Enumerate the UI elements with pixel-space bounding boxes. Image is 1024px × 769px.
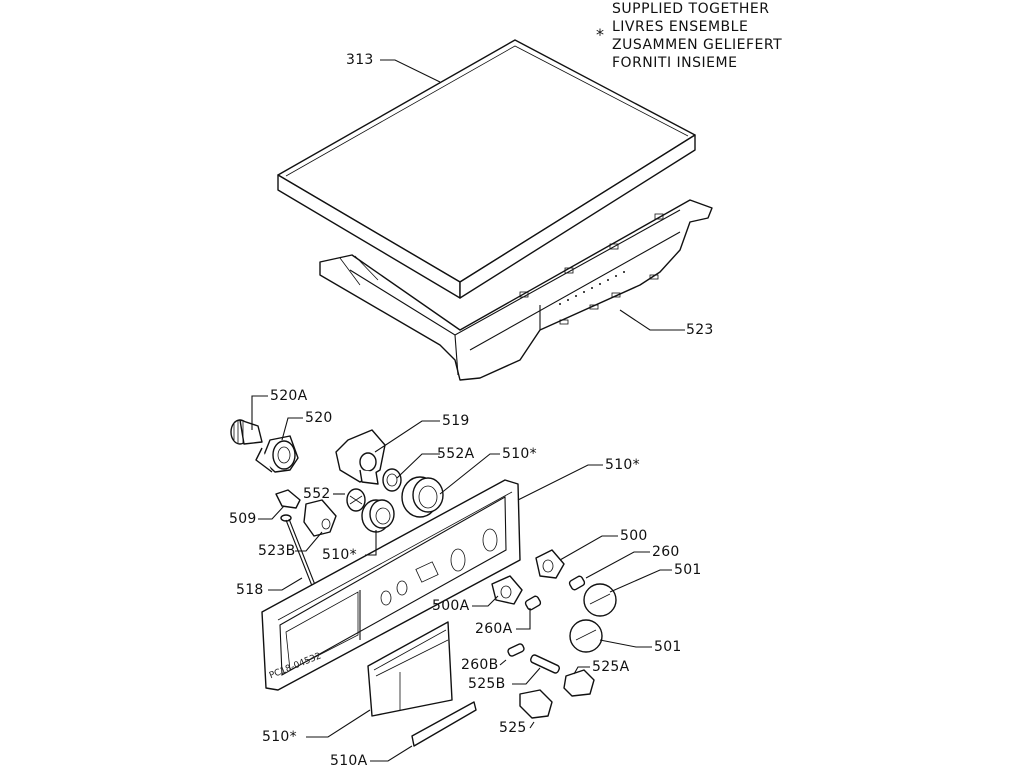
label-260B: 260B <box>461 657 499 673</box>
label-313: 313 <box>346 52 374 68</box>
part-500-drawing <box>535 549 565 579</box>
knob-501-second-drawing <box>569 619 603 653</box>
lid-313-drawing <box>277 39 696 299</box>
part-500A-drawing <box>491 575 523 605</box>
button-510-small-drawing <box>361 499 395 533</box>
label-510-drawer-handle: 510* <box>262 729 297 745</box>
label-501-upper: 501 <box>674 562 702 578</box>
push-button-525-drawing <box>519 689 553 719</box>
spring-260B-drawing <box>507 643 525 657</box>
legend-line-en: SUPPLIED TOGETHER <box>612 1 770 17</box>
label-520A: 520A <box>270 388 308 404</box>
label-552A: 552A <box>437 446 475 462</box>
legend-line-de: ZUSAMMEN GELIEFERT <box>612 37 783 53</box>
label-501-lower: 501 <box>654 639 682 655</box>
knob-501-drawing <box>583 583 617 617</box>
asterisk-symbol: * <box>596 25 604 44</box>
label-509: 509 <box>229 511 257 527</box>
plate-510A-drawing <box>411 701 477 747</box>
label-500: 500 <box>620 528 648 544</box>
legend-line-it: FORNITI INSIEME <box>612 55 738 71</box>
label-552: 552 <box>303 486 331 502</box>
label-525: 525 <box>499 720 527 736</box>
label-500A: 500A <box>432 598 470 614</box>
label-520: 520 <box>305 410 333 426</box>
supplied-together-legend: SUPPLIED TOGETHER LIVRES ENSEMBLE ZUSAMM… <box>612 0 782 72</box>
part-552A-drawing <box>382 468 402 492</box>
part-520A-drawing <box>230 419 263 445</box>
label-510-button-small: 510* <box>322 547 357 563</box>
label-260: 260 <box>652 544 680 560</box>
pin-525B-drawing <box>530 654 560 674</box>
label-518: 518 <box>236 582 264 598</box>
leader-lines <box>251 59 685 762</box>
button-510-large-drawing <box>401 476 444 518</box>
label-510-panel: 510* <box>605 457 640 473</box>
part-519-drawing <box>335 429 386 485</box>
spring-260A-drawing <box>524 595 542 611</box>
part-520-drawing <box>255 435 299 473</box>
label-510-button-large: 510* <box>502 446 537 462</box>
label-523B: 523B <box>258 543 296 559</box>
legend-line-fr: LIVRES ENSEMBLE <box>612 19 749 35</box>
frame-523-drawing <box>319 199 713 381</box>
label-523: 523 <box>686 322 714 338</box>
label-525A: 525A <box>592 659 630 675</box>
label-510A: 510A <box>330 753 368 769</box>
drawer-handle-510-drawing <box>367 621 453 717</box>
part-509-drawing <box>275 489 301 509</box>
label-519: 519 <box>442 413 470 429</box>
panel-510-drawing <box>261 479 521 691</box>
cap-525A-drawing <box>563 669 595 697</box>
spring-260-drawing <box>568 575 586 591</box>
label-260A: 260A <box>475 621 513 637</box>
rod-518-drawing <box>280 514 320 597</box>
part-523B-drawing <box>303 499 337 537</box>
part-552-drawing <box>346 488 366 512</box>
label-525B: 525B <box>468 676 506 692</box>
